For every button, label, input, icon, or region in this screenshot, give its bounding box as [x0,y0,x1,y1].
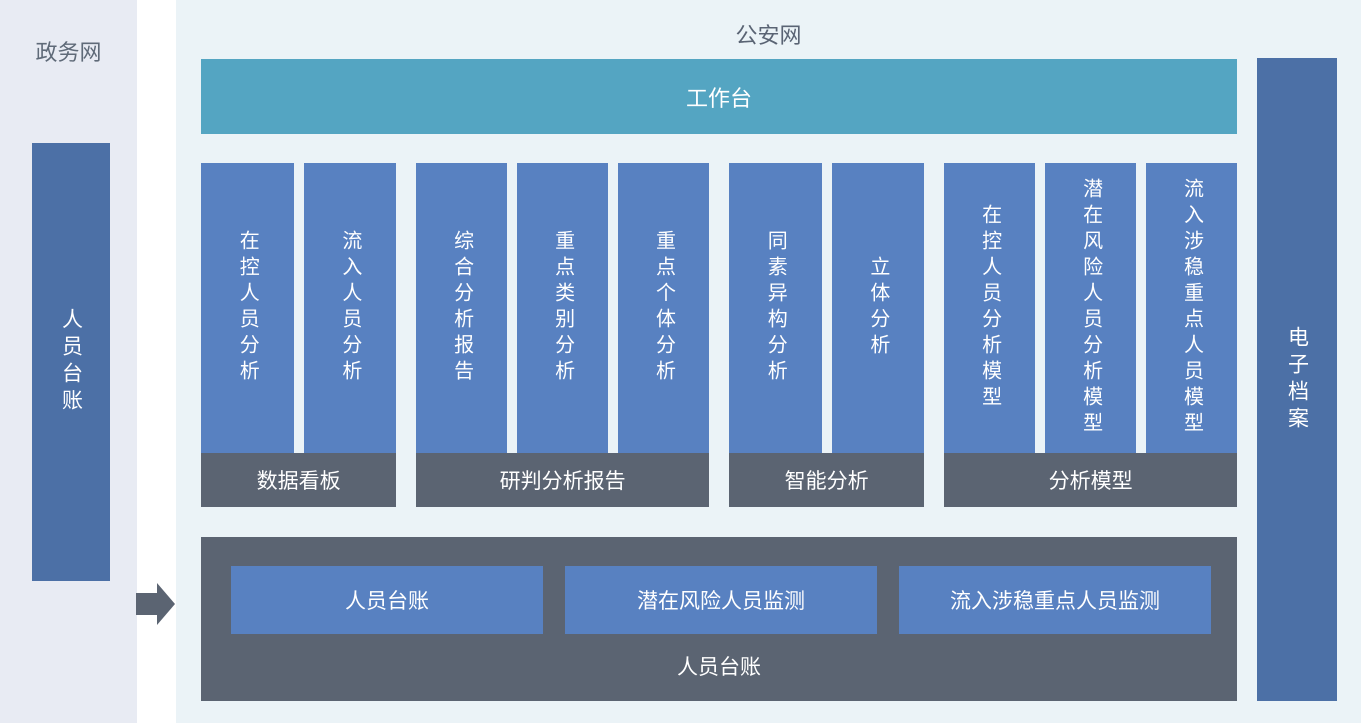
module-bar: 流入涉稳重点人员模型 [1146,163,1238,453]
module-bar-label: 同素异构分析 [764,230,787,386]
module-bar: 同素异构分析 [729,163,822,453]
workbench-label: 工作台 [685,85,752,111]
public-security-network-title: 公安网 [735,23,802,48]
group-data-dashboard: 在控人员分析 流入人员分析 数据看板 [201,163,397,507]
module-bar: 综合分析报告 [416,163,508,453]
group-bars: 在控人员分析 流入人员分析 [201,163,397,453]
group-bars: 同素异构分析 立体分析 [729,163,925,453]
module-bar-label: 潜在风险人员分析模型 [1079,178,1102,438]
potential-risk-monitoring-button: 潜在风险人员监测 [565,566,877,634]
module-bar: 立体分析 [831,163,925,453]
module-bar-label: 重点个体分析 [652,230,675,386]
module-bar-label: 重点类别分析 [551,230,574,386]
inflow-key-person-monitoring-button: 流入涉稳重点人员监测 [899,566,1211,634]
group-bars: 在控人员分析模型 潜在风险人员分析模型 流入涉稳重点人员模型 [944,163,1238,453]
module-bar: 重点类别分析 [517,163,609,453]
electronic-archive-bar: 电子档案 [1257,58,1337,701]
module-bar: 在控人员分析模型 [944,163,1036,453]
government-network-panel: 政务网 人员台账 [0,0,137,723]
module-bar-label: 综合分析报告 [450,230,473,386]
government-network-title: 政务网 [35,40,102,65]
group-bars: 综合分析报告 重点类别分析 重点个体分析 [416,163,710,453]
module-bar: 潜在风险人员分析模型 [1045,163,1137,453]
personnel-ledger-buttons: 人员台账 潜在风险人员监测 流入涉稳重点人员监测 [201,537,1237,634]
module-bar-label: 流入人员分析 [338,230,361,386]
personnel-ledger-side-bar: 人员台账 [32,143,110,581]
group-label: 分析模型 [944,453,1237,507]
group-analysis-model: 在控人员分析模型 潜在风险人员分析模型 流入涉稳重点人员模型 分析模型 [944,163,1238,507]
electronic-archive-bar-label: 电子档案 [1285,325,1309,434]
module-bar-label: 在控人员分析 [236,230,259,386]
personnel-ledger-section: 人员台账 潜在风险人员监测 流入涉稳重点人员监测 人员台账 [201,537,1237,701]
module-bar: 重点个体分析 [618,163,710,453]
module-bar: 在控人员分析 [201,163,294,453]
group-label: 研判分析报告 [416,453,709,507]
personnel-ledger-side-bar-label: 人员台账 [59,308,83,416]
public-security-network-panel: 公安网 工作台 在控人员分析 流入人员分析 数据看板 综 [176,0,1361,723]
module-bar-label: 在控人员分析模型 [978,204,1001,412]
group-label: 智能分析 [729,453,925,507]
workbench-bar: 工作台 [201,59,1237,134]
group-intelligent-analysis: 同素异构分析 立体分析 智能分析 [729,163,925,507]
group-analysis-report: 综合分析报告 重点类别分析 重点个体分析 研判分析报告 [416,163,710,507]
module-groups-row: 在控人员分析 流入人员分析 数据看板 综合分析报告 重点类别分析 [201,163,1238,507]
personnel-ledger-section-label: 人员台账 [677,656,761,679]
module-bar-label: 立体分析 [866,256,889,360]
module-bar-label: 流入涉稳重点人员模型 [1180,178,1203,438]
module-bar: 流入人员分析 [303,163,397,453]
group-label: 数据看板 [201,453,397,507]
right-arrow-icon [136,583,175,625]
personnel-ledger-button: 人员台账 [231,566,543,634]
